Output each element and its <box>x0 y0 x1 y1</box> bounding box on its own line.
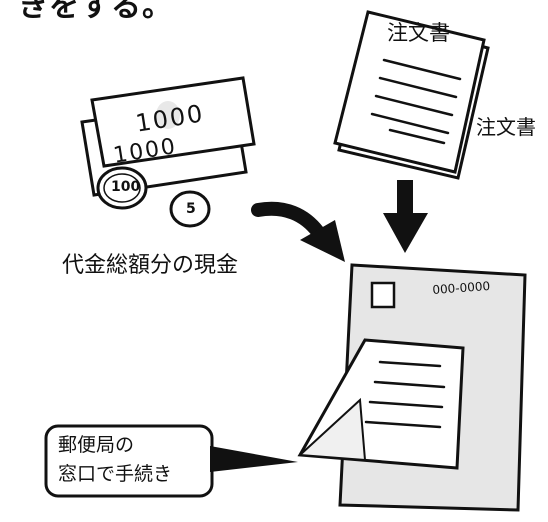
speech-bubble-line1: 郵便局の <box>58 434 135 456</box>
enclosed-order-form <box>297 338 465 470</box>
down-arrow-icon <box>383 180 428 253</box>
order-form-document <box>333 10 490 180</box>
caption-text-top: きをする。 <box>18 0 173 24</box>
coin-5-value: 5 <box>186 201 196 217</box>
curved-arrow-icon <box>251 201 345 262</box>
coin-100-icon <box>96 166 148 210</box>
coin-5-icon <box>169 190 211 228</box>
coin-100-value: 100 <box>111 179 141 195</box>
cash-label: 代金総額分の現金 <box>62 253 239 278</box>
order-form-label: 注文書 <box>476 115 536 139</box>
speech-bubble-line2: 窓口で手続き <box>58 463 173 485</box>
order-form-title: 注文書 <box>387 21 450 45</box>
speech-bubble <box>44 424 298 498</box>
